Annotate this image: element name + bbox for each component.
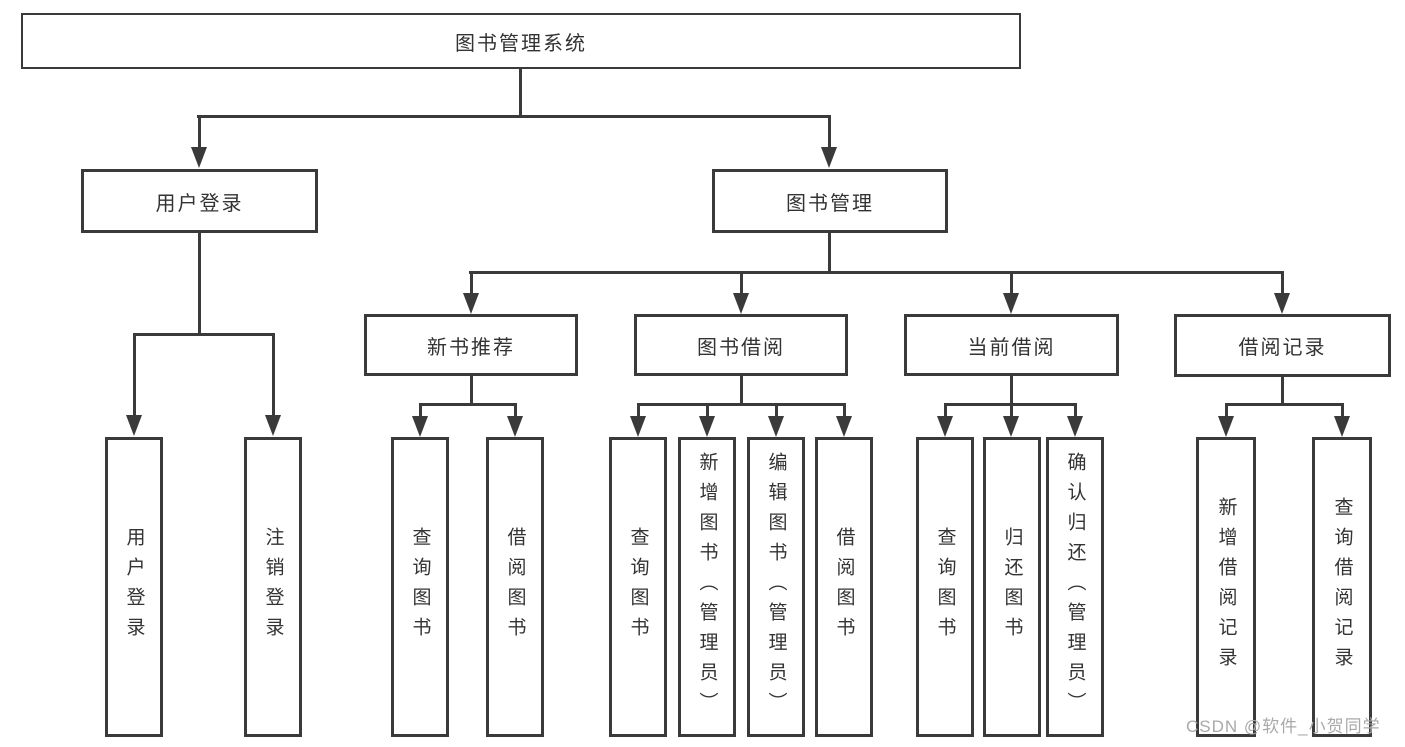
connector-shaft bbox=[637, 403, 640, 417]
connector-shaft bbox=[419, 403, 422, 417]
connector-borrow-records-horizontal bbox=[1225, 403, 1344, 406]
leaf-records-add-record-label: 新增借阅记录 bbox=[1215, 497, 1237, 677]
node-book-borrow: 图书借阅 bbox=[634, 314, 848, 376]
csdn-watermark: CSDN @软件_小贺同学 bbox=[1186, 717, 1381, 736]
connector-book-borrow-stem bbox=[740, 376, 743, 406]
leaf-newbook-query-books: 查询图书 bbox=[391, 437, 449, 737]
connector-shaft bbox=[1010, 271, 1013, 294]
node-borrow-records: 借阅记录 bbox=[1174, 314, 1391, 377]
leaf-logout: 注销登录 bbox=[244, 437, 302, 737]
leaf-borrow-query-books: 查询图书 bbox=[609, 437, 667, 737]
leaf-current-confirm-return-admin: 确认归还（管理员） bbox=[1046, 437, 1104, 737]
leaf-records-query-record: 查询借阅记录 bbox=[1312, 437, 1372, 737]
arrowhead-down-icon bbox=[630, 416, 646, 437]
arrowhead-down-icon bbox=[1003, 416, 1019, 437]
arrowhead-down-icon bbox=[507, 416, 523, 437]
connector-level1-horizontal bbox=[197, 115, 831, 118]
connector-shaft bbox=[133, 333, 136, 416]
connector-shaft bbox=[775, 403, 778, 417]
arrowhead-down-icon bbox=[126, 415, 142, 436]
connector-shaft bbox=[1225, 403, 1228, 417]
leaf-current-query-books: 查询图书 bbox=[916, 437, 974, 737]
node-new-book-recommend-label: 新书推荐 bbox=[427, 336, 515, 359]
connector-level2-horizontal bbox=[469, 271, 1284, 274]
node-user-login-label: 用户登录 bbox=[155, 192, 244, 215]
arrowhead-down-icon bbox=[733, 293, 749, 314]
node-current-borrow: 当前借阅 bbox=[904, 314, 1119, 376]
connector-new-book-stem bbox=[470, 376, 473, 406]
node-book-borrow-label: 图书借阅 bbox=[697, 336, 785, 359]
connector-shaft bbox=[470, 271, 473, 294]
connector-shaft bbox=[514, 403, 517, 417]
leaf-borrow-add-books-admin-label: 新增图书（管理员） bbox=[696, 452, 718, 722]
leaf-current-confirm-return-admin-label: 确认归还（管理员） bbox=[1064, 452, 1086, 722]
node-borrow-records-label: 借阅记录 bbox=[1238, 337, 1327, 359]
arrowhead-down-icon bbox=[699, 416, 715, 437]
leaf-borrow-add-books-admin: 新增图书（管理员） bbox=[678, 437, 736, 737]
node-book-management: 图书管理 bbox=[712, 169, 948, 233]
leaf-user-login-label: 用户登录 bbox=[123, 527, 145, 647]
leaf-records-query-record-label: 查询借阅记录 bbox=[1331, 497, 1353, 677]
leaf-borrow-query-books-label: 查询图书 bbox=[627, 527, 649, 647]
connector-shaft bbox=[944, 403, 947, 417]
leaf-borrow-edit-books-admin-label: 编辑图书（管理员） bbox=[765, 452, 787, 722]
node-book-management-label: 图书管理 bbox=[786, 192, 874, 215]
node-root: 图书管理系统 bbox=[21, 13, 1021, 69]
connector-borrow-records-stem bbox=[1281, 376, 1284, 406]
leaf-newbook-query-books-label: 查询图书 bbox=[409, 527, 431, 647]
arrowhead-down-icon bbox=[836, 416, 852, 437]
connector-shaft bbox=[1074, 403, 1077, 417]
node-user-login: 用户登录 bbox=[81, 169, 318, 233]
node-current-borrow-label: 当前借阅 bbox=[967, 336, 1056, 359]
arrowhead-down-icon bbox=[265, 415, 281, 436]
connector-new-book-horizontal bbox=[419, 403, 517, 406]
arrowhead-down-icon bbox=[412, 416, 428, 437]
leaf-newbook-borrow-books-label: 借阅图书 bbox=[504, 527, 526, 647]
arrowhead-down-icon bbox=[1067, 416, 1083, 437]
connector-shaft bbox=[843, 403, 846, 417]
leaf-logout-label: 注销登录 bbox=[262, 527, 284, 647]
connector-shaft bbox=[1281, 271, 1284, 294]
arrowhead-down-icon bbox=[463, 293, 479, 314]
connector-shaft bbox=[198, 115, 201, 148]
leaf-current-return-books: 归还图书 bbox=[983, 437, 1041, 737]
connector-root-stem bbox=[519, 69, 522, 118]
leaf-current-return-books-label: 归还图书 bbox=[1001, 527, 1023, 647]
arrowhead-down-icon bbox=[937, 416, 953, 437]
leaf-borrow-borrow-books: 借阅图书 bbox=[815, 437, 873, 737]
connector-book-mgmt-stem bbox=[828, 233, 831, 274]
node-root-label: 图书管理系统 bbox=[455, 32, 587, 55]
arrowhead-down-icon bbox=[1218, 416, 1234, 437]
arrowhead-down-icon bbox=[821, 147, 837, 168]
arrowhead-down-icon bbox=[1003, 293, 1019, 314]
leaf-records-add-record: 新增借阅记录 bbox=[1196, 437, 1256, 737]
connector-shaft bbox=[828, 115, 831, 148]
leaf-user-login: 用户登录 bbox=[105, 437, 163, 737]
leaf-borrow-edit-books-admin: 编辑图书（管理员） bbox=[747, 437, 805, 737]
connector-shaft bbox=[740, 271, 743, 294]
leaf-borrow-borrow-books-label: 借阅图书 bbox=[833, 527, 855, 647]
arrowhead-down-icon bbox=[1334, 416, 1350, 437]
connector-shaft bbox=[706, 403, 709, 417]
leaf-current-query-books-label: 查询图书 bbox=[934, 527, 956, 647]
arrowhead-down-icon bbox=[191, 147, 207, 168]
connector-current-borrow-stem bbox=[1010, 376, 1013, 406]
connector-user-login-stem bbox=[198, 233, 201, 335]
connector-user-login-horizontal bbox=[133, 333, 275, 336]
leaf-newbook-borrow-books: 借阅图书 bbox=[486, 437, 544, 737]
connector-shaft bbox=[1341, 403, 1344, 417]
arrowhead-down-icon bbox=[1274, 293, 1290, 314]
connector-shaft bbox=[272, 333, 275, 416]
node-new-book-recommend: 新书推荐 bbox=[364, 314, 578, 376]
arrowhead-down-icon bbox=[768, 416, 784, 437]
connector-book-borrow-horizontal bbox=[637, 403, 846, 406]
connector-shaft bbox=[1010, 403, 1013, 417]
